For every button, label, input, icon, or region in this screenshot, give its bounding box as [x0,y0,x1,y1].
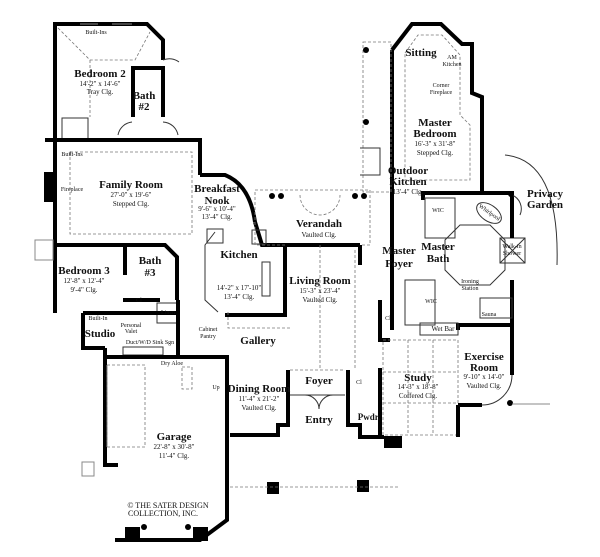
laundry-label: Duct/W/D Sink Sgn [125,340,175,346]
bedroom-3-closet-label: Cl [136,298,142,304]
personal-valet-label-2: Valet [124,329,138,335]
breakfast-nook-ceiling: 13'-4" Clg. [201,213,233,221]
walls-garage [81,348,229,542]
foyer-label: Foyer [305,375,333,387]
am-kitchen-label-1: AM [447,55,457,61]
linen-label: Linen [161,310,175,316]
bedroom-3-dims: 12'-8" x 12'-4" [63,277,105,285]
bath-3-number: #3 [144,267,156,279]
ironing-station-label-1: Ironing [461,279,479,285]
bath-2-number: #2 [138,101,150,113]
personal-valet-label-1: Personal [120,323,142,329]
master-bedroom-dims: 16'-3" x 31'-8" [414,140,456,148]
walls-living-verandah [254,189,371,370]
wet-bar-label: Wet Bar [431,325,455,333]
living-room-dims: 15'-3" x 23'-4" [299,287,341,295]
walls-family-room [44,138,257,245]
bedroom-2-dims: 14'-2" x 14'-6" [79,80,121,88]
lower-wic-label: WIC [425,299,437,305]
outdoor-kitchen-ceiling: 13'-4" Clg. [392,188,424,196]
copyright-line-2: COLLECTION, INC. [128,509,198,518]
walls-master-wing [360,22,558,330]
bedroom-2-ceiling: Tray Clg. [86,88,114,96]
powder-room-label: Pwdr. [357,412,381,422]
privacy-garden-label-2: Garden [526,199,564,211]
dining-room-ceiling: Vaulted Clg. [241,404,277,412]
dry-alcove-label: Dry Aloe [160,361,184,367]
master-bath-label-2: Bath [426,253,450,265]
foyer-closet-label: Cl [356,380,362,386]
outdoor-kitchen-label-2: Kitchen [389,176,427,188]
corner-fireplace-label-1: Corner [432,83,450,89]
master-bedroom-label-2: Bedroom [413,128,457,140]
am-kitchen-label-2: Kitchen [442,62,462,68]
master-bath-label-1: Master [421,241,455,253]
living-room-label: Living Room [289,275,351,287]
studio-label: Studio [84,328,116,340]
walls-study-exercise [378,280,550,448]
garage-label: Garage [156,431,192,443]
cabinet-pantry-label-1: Cabinet [198,327,218,333]
kitchen-label: Kitchen [220,249,258,261]
kitchen-ceiling: 13'-4" Clg. [223,293,255,301]
garage-dims: 22'-8" x 30'-8" [153,443,195,451]
master-wic-label: WIC [432,208,444,214]
gallery-label: Gallery [240,335,276,347]
kitchen-dims: 14'-2" x 17'-10" [216,284,262,292]
corner-fireplace-label-2: Fireplace [429,90,453,96]
walls-dining-foyer [230,300,400,494]
family-room-label: Family Room [99,179,163,191]
master-closet-label: Cl [385,316,391,322]
master-bedroom-ceiling: Stepped Clg. [416,149,454,157]
bath-3-label: Bath [138,255,162,267]
bedroom-2-label: Bedroom 2 [74,68,126,80]
walk-in-shower-label-1: Walk-in [502,244,522,250]
walk-in-shower-label-2: Shower [502,251,522,257]
verandah-label: Verandah [295,218,343,230]
copyright-line-1: © THE SATER DESIGN [127,501,209,510]
fireplace-label: Fireplace [60,187,84,193]
entry-label: Entry [305,414,333,426]
study-label: Study [404,372,432,384]
study-dims: 14'-3" x 18'-8" [397,383,439,391]
stairs-up-label: Up [212,385,220,391]
family-room-dims: 27'-0" x 19'-6" [110,191,152,199]
exercise-room-dims: 9'-10" x 14'-0" [463,373,505,381]
studio-builtin-label: Built-In [88,316,108,322]
exercise-room-ceiling: Vaulted Clg. [466,382,502,390]
dining-room-dims: 11'-4" x 21'-2" [238,395,280,403]
living-room-ceiling: Vaulted Clg. [302,296,338,304]
ironing-station-label-2: Station [461,286,479,292]
verandah-ceiling: Vaulted Clg. [301,231,337,239]
sauna-label: Sauna [481,312,497,318]
master-foyer-label-1: Master [382,245,416,257]
study-ceiling: Coffered Clg. [398,392,438,400]
breakfast-nook-label-1: Breakfast [194,183,240,195]
walls-bedroom-2 [53,22,180,140]
garage-ceiling: 11'-4" Clg. [158,452,190,460]
master-foyer-label-2: Foyer [385,258,413,270]
master-bedroom-label-1: Master [418,117,452,129]
family-room-ceiling: Stepped Clg. [112,200,150,208]
walls-kitchen [204,221,290,329]
outdoor-kitchen-label-1: Outdoor [387,165,429,177]
bedroom-3-label: Bedroom 3 [58,265,110,277]
privacy-garden-label-1: Privacy [526,188,564,200]
exercise-room-label-2: Room [469,362,499,374]
bath-2-label: Bath [132,90,156,102]
family-builtins-label: Built-Ins [61,152,83,158]
cabinet-pantry-label-2: Pantry [200,334,216,340]
dining-room-label: Dining Room [227,383,291,395]
breakfast-nook-dims: 9'-6" x 10'-4" [198,205,236,213]
exercise-room-label-1: Exercise [464,351,504,363]
breakfast-nook-label-2: Nook [204,195,230,207]
bedroom-2-builtins-label: Built-Ins [85,30,107,36]
sitting-label: Sitting [405,47,437,59]
bedroom-3-ceiling: 9'-4" Clg. [70,286,98,294]
